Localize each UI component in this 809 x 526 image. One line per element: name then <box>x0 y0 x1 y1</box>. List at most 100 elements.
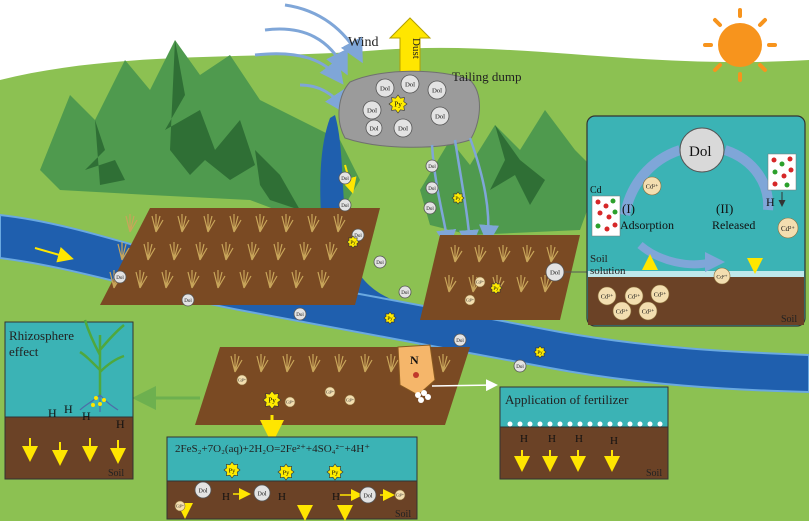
rice-plant-icon <box>317 270 330 289</box>
dolomite-particle: Dol <box>398 285 412 299</box>
pyrite-particle: Py <box>223 461 241 479</box>
pyrite-particle: Py <box>346 235 360 249</box>
py-label: Py <box>394 101 402 109</box>
cadmium-ion: Cd²⁺ <box>236 374 248 386</box>
dolomite-particle: Dol <box>365 119 383 137</box>
rice-plant-icon <box>333 214 346 233</box>
dolomite-particle: Dol <box>181 293 195 307</box>
dolomite-particle: Dol <box>113 270 127 284</box>
cadmium-ion: Cd²⁺ <box>612 301 632 321</box>
rice-plant-icon <box>230 354 243 373</box>
py-label: Py <box>268 397 276 405</box>
h-label: H <box>575 433 583 445</box>
rice-plant-icon <box>239 270 252 289</box>
rice-plant-icon <box>161 270 174 289</box>
dolomite-particle-large <box>679 127 725 173</box>
rice-plant-icon <box>135 270 148 289</box>
rice-plant-icon <box>143 242 156 261</box>
dolomite-particle: Dol <box>513 359 527 373</box>
pyrite-particle: Py <box>262 390 282 410</box>
dol-label: Dol <box>689 144 712 160</box>
soil-label: Soil <box>646 468 662 479</box>
cadmium-ion: Cd²⁺ <box>624 286 644 306</box>
released-number: (II) <box>716 201 733 216</box>
dolomite-particle: Dol <box>373 255 387 269</box>
soil-solution-label: solution <box>590 265 626 277</box>
rice-plant-icon <box>468 275 481 293</box>
cd-label: Cd²⁺ <box>642 309 655 316</box>
cd-label: Cd²⁺ <box>646 184 659 191</box>
rice-plant-icon <box>177 214 190 233</box>
fertilizer-arrow <box>431 379 498 392</box>
dol-label: Dol <box>370 126 379 132</box>
rice-plant-icon <box>291 270 304 289</box>
rice-plant-icon <box>169 242 182 261</box>
rice-plant-icon <box>307 214 320 233</box>
dust-label: Dust <box>410 38 422 59</box>
rice-plant-icon <box>282 354 295 373</box>
dol-label: Dol <box>184 299 192 304</box>
rice-plant-icon <box>540 275 553 293</box>
rice-plant-icon <box>360 354 373 373</box>
cadmium-ion: Cd²⁺ <box>284 396 296 408</box>
h-label: H <box>766 195 775 209</box>
cd-label: Cd²⁺ <box>176 504 184 509</box>
py-label: Py <box>537 351 543 356</box>
adsorption-arrow <box>620 145 682 216</box>
dolomite-particle: Dol <box>253 484 271 502</box>
cd-label: Cd²⁺ <box>238 378 246 383</box>
dust-arrow: Dust <box>388 17 432 73</box>
h-label: H <box>64 402 73 416</box>
dolomite-particle: Dol <box>423 201 437 215</box>
dolomite-particle: Dol <box>453 333 467 347</box>
dolomite-particle: Dol <box>400 74 420 94</box>
rice-plant-icon <box>546 245 559 263</box>
py-label: Py <box>387 317 393 322</box>
cadmium-ion: Cd²⁺ <box>777 217 799 239</box>
py-label: Py <box>455 197 461 202</box>
dol-label: Dol <box>401 291 409 296</box>
dol-label: Dol <box>199 488 208 494</box>
dolomite-particle: Dol <box>375 78 395 98</box>
pyrite-particle: Py <box>383 311 397 325</box>
dol-label: Dol <box>405 82 415 89</box>
cadmium-ion: Cd²⁺ <box>650 284 670 304</box>
cd-label: Cd²⁺ <box>346 398 354 403</box>
cadmium-ion: Cd²⁺ <box>174 500 186 512</box>
fertilizer-panel: Application of fertilizer H H H H Soil <box>499 386 669 480</box>
cd-label: Cd²⁺ <box>466 298 474 303</box>
dolomite-particle: Dol <box>338 171 352 185</box>
pyrite-particle: Py <box>533 345 547 359</box>
cadmium-ion: Cd²⁺ <box>638 301 658 321</box>
py-label: Py <box>332 469 340 476</box>
dolomite-particle: Dol <box>425 181 439 195</box>
sun-icon <box>703 8 777 82</box>
dol-label: Dol <box>116 276 124 281</box>
py-label: Py <box>229 467 237 474</box>
cd-label: Cd²⁺ <box>601 294 614 301</box>
rice-plant-icon <box>117 242 130 261</box>
adsorption-number: (I) <box>622 201 635 216</box>
cd-label: Cd²⁺ <box>396 493 404 498</box>
rice-plant-icon <box>229 214 242 233</box>
rice-plant-icon <box>325 242 338 261</box>
rice-plant-icon <box>151 214 164 233</box>
h-label: H <box>548 433 556 445</box>
cd-label: Cd²⁺ <box>326 390 334 395</box>
rice-plant-icon <box>256 354 269 373</box>
py-label: Py <box>493 287 499 292</box>
pyrite-particle: Py <box>326 463 344 481</box>
equation-panel: 2FeS₂+7O₂(aq)+2H₂O=2Fe²⁺+4SO₄²⁻+4H⁺ Soil… <box>166 436 418 521</box>
soil-label: Soil <box>781 314 797 325</box>
dol-label: Dol <box>516 365 524 370</box>
h-label: H <box>520 433 528 445</box>
pyrite-oxidation-equation: 2FeS₂+7O₂(aq)+2H₂O=2Fe²⁺+4SO₄²⁻+4H⁺ <box>175 443 370 455</box>
released-label: Released <box>712 218 755 232</box>
release-arrow <box>723 145 774 211</box>
dol-label: Dol <box>341 204 349 209</box>
rice-plant-icon <box>386 354 399 373</box>
py-label: Py <box>283 469 291 476</box>
dol-label: Dol <box>550 270 560 277</box>
rice-plant-icon <box>522 245 535 263</box>
